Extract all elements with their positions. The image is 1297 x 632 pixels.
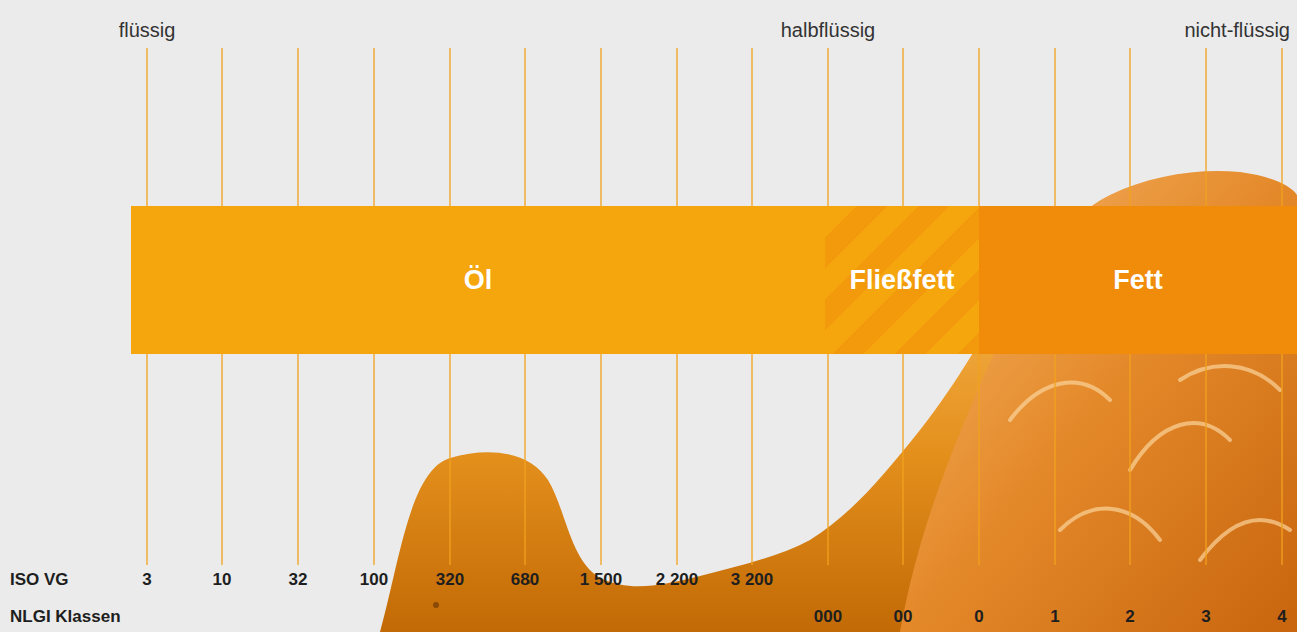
grease-band: Fett [979, 206, 1297, 354]
oil-band: Öl [131, 206, 825, 354]
nlgi-class-value: 2 [1125, 607, 1134, 627]
nlgi-class-value: 00 [894, 607, 913, 627]
fluid-grease-band: Fließfett [825, 206, 979, 354]
iso-vg-value: 2 200 [656, 570, 699, 590]
oil-drop [433, 602, 439, 608]
nlgi-class-value: 0 [974, 607, 983, 627]
nlgi-class-value: 1 [1050, 607, 1059, 627]
consistency-label: halbflüssig [781, 18, 876, 42]
iso-vg-value: 320 [436, 570, 464, 590]
iso-vg-value: 10 [213, 570, 232, 590]
iso-vg-value: 32 [289, 570, 308, 590]
band-label: Fließfett [850, 265, 955, 296]
grease-texture [1010, 366, 1290, 560]
band-label: Fett [1113, 265, 1163, 296]
iso-vg-value: 1 500 [580, 570, 623, 590]
band-label: Öl [464, 265, 493, 296]
nlgi-class-value: 000 [814, 607, 842, 627]
iso-vg-value: 100 [360, 570, 388, 590]
scale-title: NLGI Klassen [10, 607, 121, 627]
consistency-label: flüssig [119, 18, 176, 42]
iso-vg-value: 3 [142, 570, 151, 590]
nlgi-class-value: 3 [1201, 607, 1210, 627]
iso-vg-value: 680 [511, 570, 539, 590]
scale-title: ISO VG [10, 570, 69, 590]
iso-vg-value: 3 200 [731, 570, 774, 590]
consistency-label: nicht-flüssig [1184, 18, 1290, 42]
nlgi-class-value: 4 [1277, 607, 1286, 627]
